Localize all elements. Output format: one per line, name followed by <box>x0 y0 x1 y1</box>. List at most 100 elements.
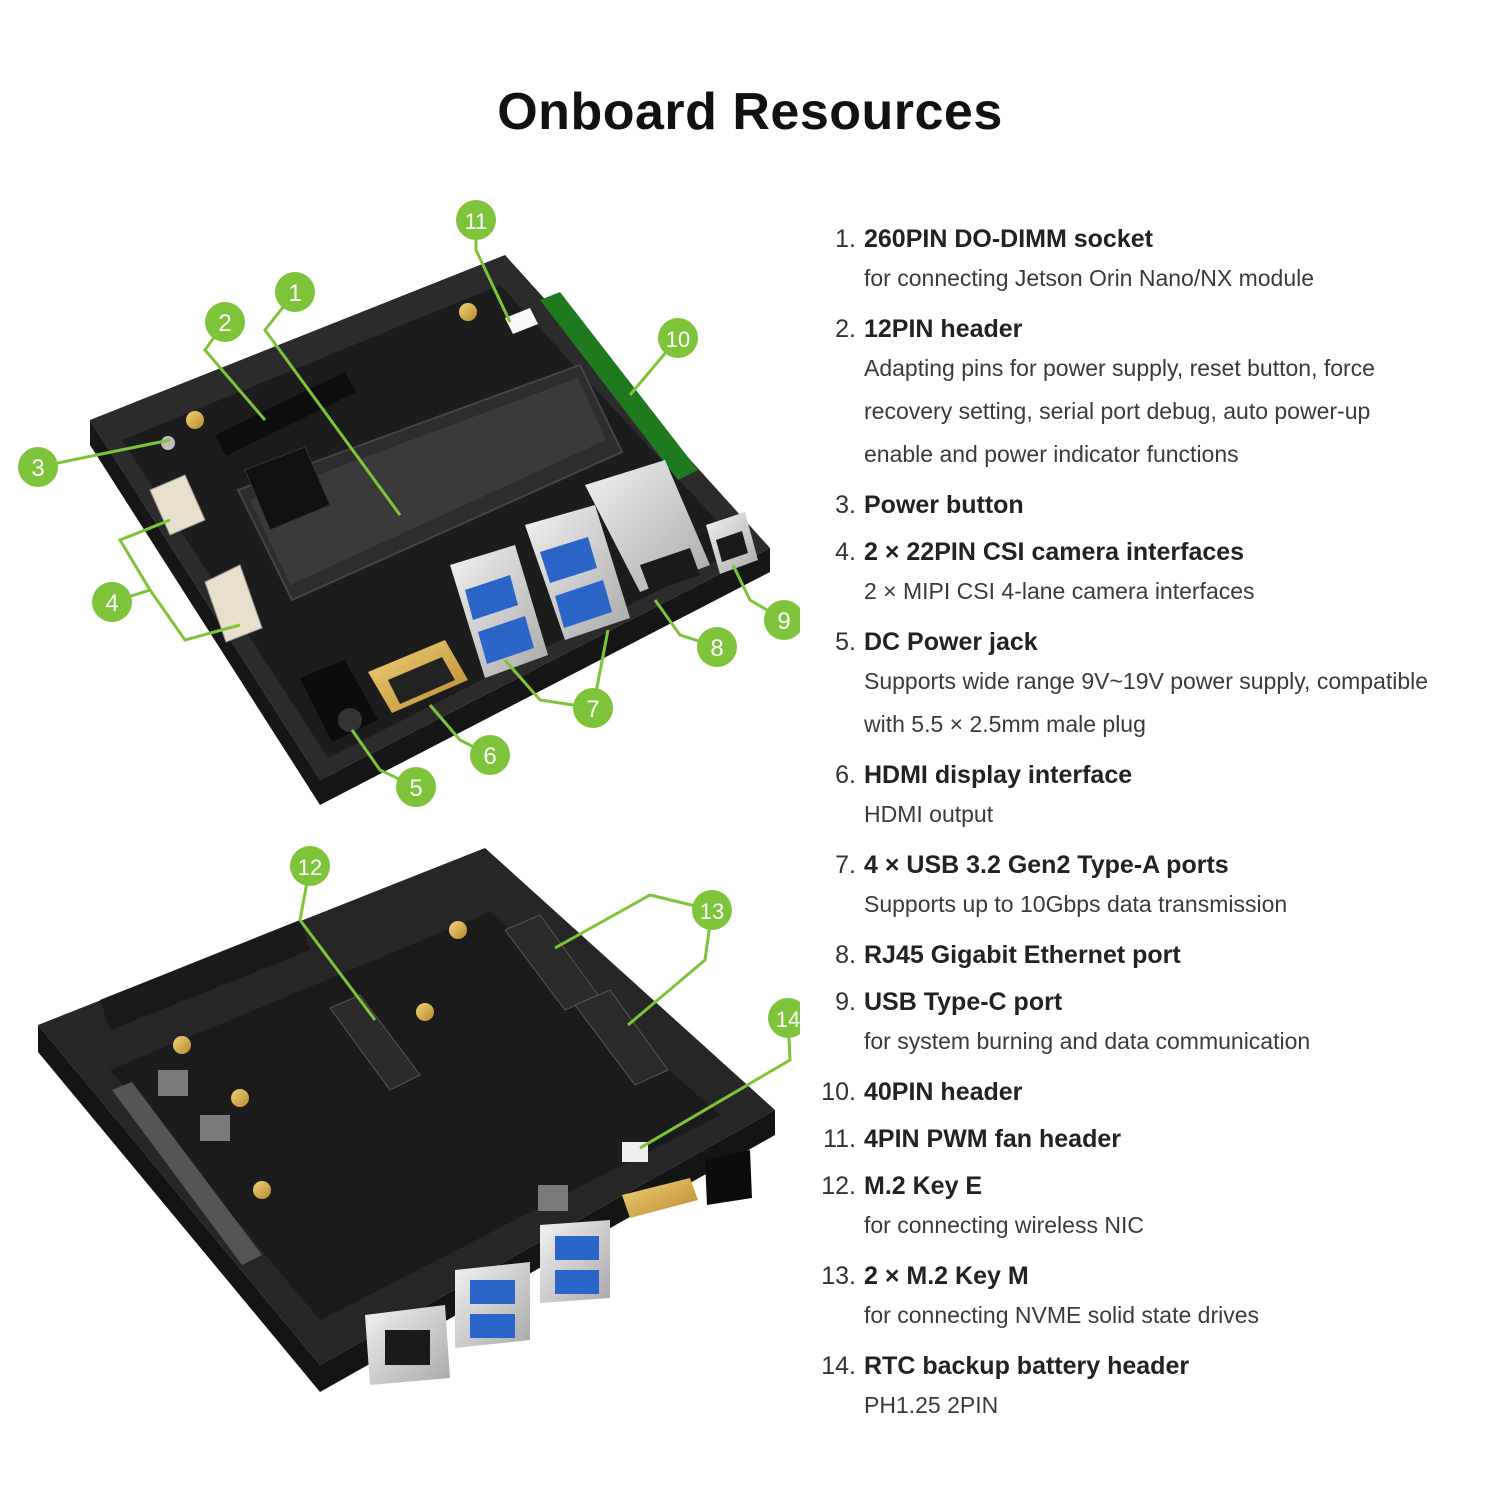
resource-item: 9. USB Type-C port for system burning and … <box>818 985 1488 1063</box>
callout-top-3: 3 <box>18 447 58 487</box>
board-tray-edge <box>90 420 770 805</box>
resource-number: 11. <box>823 1125 856 1153</box>
resource-item: 12. M.2 Key E for connecting wireless NIC <box>818 1169 1488 1247</box>
csi-connector-0 <box>149 474 206 536</box>
resource-list: 1. 260PIN DO-DIMM socket for connecting Je… <box>818 222 1488 1439</box>
resource-description: Adapting pins for power supply, reset bu… <box>864 355 1375 381</box>
callout-top-11: 11 <box>456 200 496 240</box>
resource-title: M.2 Key E <box>864 1172 983 1200</box>
callout-top-5: 5 <box>396 767 436 807</box>
callout-label: 1 <box>288 280 301 307</box>
resource-number: 10. <box>821 1078 856 1106</box>
callout-label: 14 <box>776 1007 800 1032</box>
resource-title: 4 × USB 3.2 Gen2 Type-A ports <box>864 851 1229 879</box>
resource-number: 6. <box>835 761 856 789</box>
resource-title: DC Power jack <box>864 628 1038 656</box>
12pin-header <box>215 372 356 456</box>
resource-number: 5. <box>835 628 856 656</box>
resource-number: 14. <box>821 1352 856 1380</box>
resource-description: HDMI output <box>864 801 994 827</box>
callout-label: 9 <box>777 608 790 635</box>
resource-title: 2 × 22PIN CSI camera interfaces <box>864 538 1245 566</box>
resource-title: 4PIN PWM fan header <box>864 1125 1121 1153</box>
resource-item: 10. 40PIN header <box>818 1075 1488 1110</box>
resource-title: Power button <box>864 491 1024 519</box>
resource-number: 3. <box>835 491 856 519</box>
resource-description: for connecting Jetson Orin Nano/NX modul… <box>864 265 1315 291</box>
callout-label: 8 <box>710 635 723 662</box>
callout-top-2: 2 <box>205 302 245 342</box>
resource-title: 2 × M.2 Key M <box>864 1262 1029 1290</box>
resource-description: for connecting wireless NIC <box>864 1212 1144 1238</box>
callout-label: 7 <box>586 696 599 723</box>
resource-number: 2. <box>835 315 856 343</box>
callout-top-1: 1 <box>275 272 315 312</box>
resource-title: RJ45 Gigabit Ethernet port <box>864 941 1181 969</box>
resource-number: 8. <box>835 941 856 969</box>
resource-number: 7. <box>835 851 856 879</box>
callout-label: 13 <box>700 899 724 924</box>
m2-key-e-slot <box>329 994 421 1091</box>
callout-top-4: 4 <box>92 582 132 622</box>
callout-label: 10 <box>666 327 690 352</box>
resource-description: enable and power indicator functions <box>864 441 1239 467</box>
40pin-header <box>540 292 698 480</box>
bottom-dc-jack <box>705 1150 752 1205</box>
callout-label: 3 <box>31 455 44 482</box>
callout-label: 2 <box>218 310 231 337</box>
callout-label: 6 <box>483 743 496 770</box>
callout-top-8: 8 <box>697 627 737 667</box>
power-button <box>161 436 175 450</box>
resource-description: Supports wide range 9V~19V power supply,… <box>864 668 1429 694</box>
resource-number: 4. <box>835 538 856 566</box>
m2-key-m-slot-2 <box>574 989 669 1086</box>
callout-label: 4 <box>105 590 118 617</box>
resource-number: 1. <box>835 225 856 253</box>
callout-top-10: 10 <box>658 318 698 358</box>
carrier-board-bottom-view <box>38 848 775 1392</box>
resource-item: 11. 4PIN PWM fan header <box>818 1122 1488 1157</box>
page-title: Onboard Resources <box>497 83 1003 141</box>
resource-description: Supports up to 10Gbps data transmission <box>864 891 1288 917</box>
resource-description: 2 × MIPI CSI 4-lane camera interfaces <box>864 578 1255 604</box>
module-chip <box>244 446 331 531</box>
resource-item: 3. Power button <box>818 488 1488 523</box>
callout-top-6: 6 <box>470 735 510 775</box>
resource-title: USB Type-C port <box>864 988 1063 1016</box>
callout-top-7: 7 <box>573 688 613 728</box>
resource-title: RTC backup battery header <box>864 1352 1190 1380</box>
resource-title: 12PIN header <box>864 315 1023 343</box>
callout-label: 11 <box>465 209 488 234</box>
callout-top-9: 9 <box>764 600 800 640</box>
callout-bottom-12: 12 <box>290 846 330 886</box>
fan-header <box>505 308 538 334</box>
resource-number: 9. <box>835 988 856 1016</box>
resource-description: for connecting NVME solid state drives <box>864 1302 1260 1328</box>
callout-bottom-14: 14 <box>768 998 800 1038</box>
resource-title: 40PIN header <box>864 1078 1023 1106</box>
callout-bottom-13: 13 <box>692 890 732 930</box>
resource-number: 12. <box>821 1172 856 1200</box>
resource-item: 8. RJ45 Gigabit Ethernet port <box>818 938 1488 973</box>
carrier-board-top-view <box>90 255 770 805</box>
resource-item: 1. 260PIN DO-DIMM socket for connecting Je… <box>818 222 1488 300</box>
csi-connector-1 <box>204 564 263 643</box>
pcb-bottom <box>110 912 720 1320</box>
resource-description: PH1.25 2PIN <box>864 1392 999 1418</box>
resource-title: 260PIN DO-DIMM socket <box>864 225 1153 253</box>
resource-description: with 5.5 × 2.5mm male plug <box>864 711 1146 737</box>
resource-description: recovery setting, serial port debug, aut… <box>864 398 1371 424</box>
resource-item: 4. 2 × 22PIN CSI camera interfaces 2 × MIP… <box>818 535 1488 613</box>
board-illustrations: 1 2 3 4 5 6 7 8 9 10 11 12 <box>18 200 800 1392</box>
bottom-hdmi <box>622 1178 698 1218</box>
resource-description: for system burning and data communicatio… <box>864 1028 1311 1054</box>
callout-label: 5 <box>409 775 422 802</box>
callout-label: 12 <box>298 855 322 880</box>
resource-title: HDMI display interface <box>864 761 1133 789</box>
